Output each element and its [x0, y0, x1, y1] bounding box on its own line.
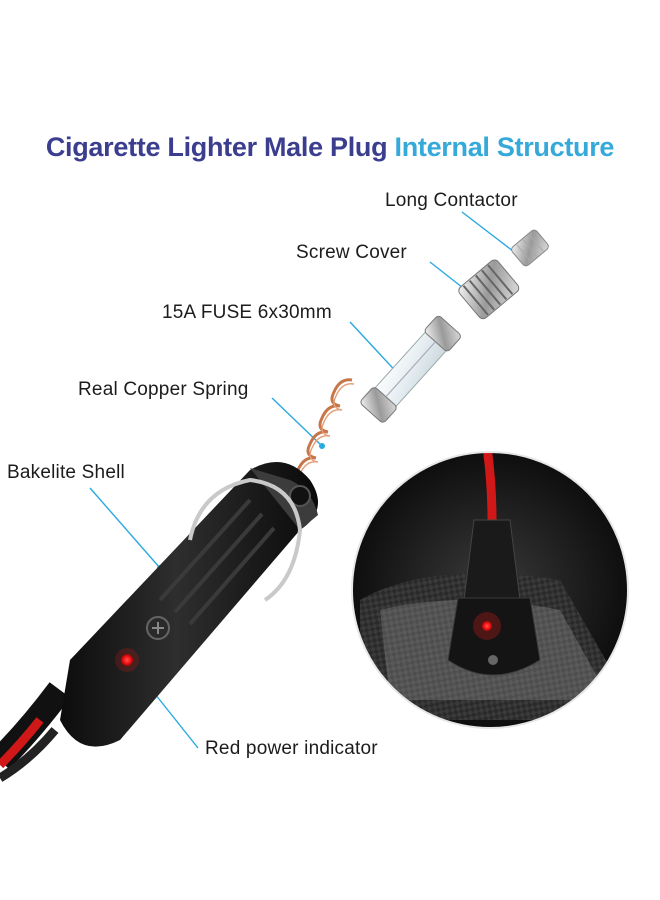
- copper-spring-part: [296, 378, 355, 475]
- label-shell: Bakelite Shell: [7, 462, 125, 483]
- label-fuse: 15A FUSE 6x30mm: [162, 302, 332, 323]
- inset-photo: [352, 452, 628, 728]
- fuse-part: [360, 315, 461, 423]
- long-contactor-part: [511, 229, 549, 267]
- screw-cover-part: [458, 259, 520, 320]
- inset-led: [482, 621, 492, 631]
- label-spring: Real Copper Spring: [78, 379, 249, 400]
- red-led-indicator: [121, 654, 133, 666]
- label-screw-cover: Screw Cover: [296, 242, 407, 263]
- cable: [0, 682, 71, 782]
- plug-body: [60, 462, 318, 747]
- label-long-contactor: Long Contactor: [385, 190, 518, 211]
- diagram-title: Cigarette Lighter Male Plug Internal Str…: [0, 132, 660, 163]
- title-part-2: Internal Structure: [394, 132, 615, 162]
- title-part-1: Cigarette Lighter Male Plug: [45, 132, 395, 162]
- leader-dot-spring: [319, 443, 325, 449]
- leader-shell: [89, 487, 161, 569]
- label-indicator: Red power indicator: [205, 738, 378, 759]
